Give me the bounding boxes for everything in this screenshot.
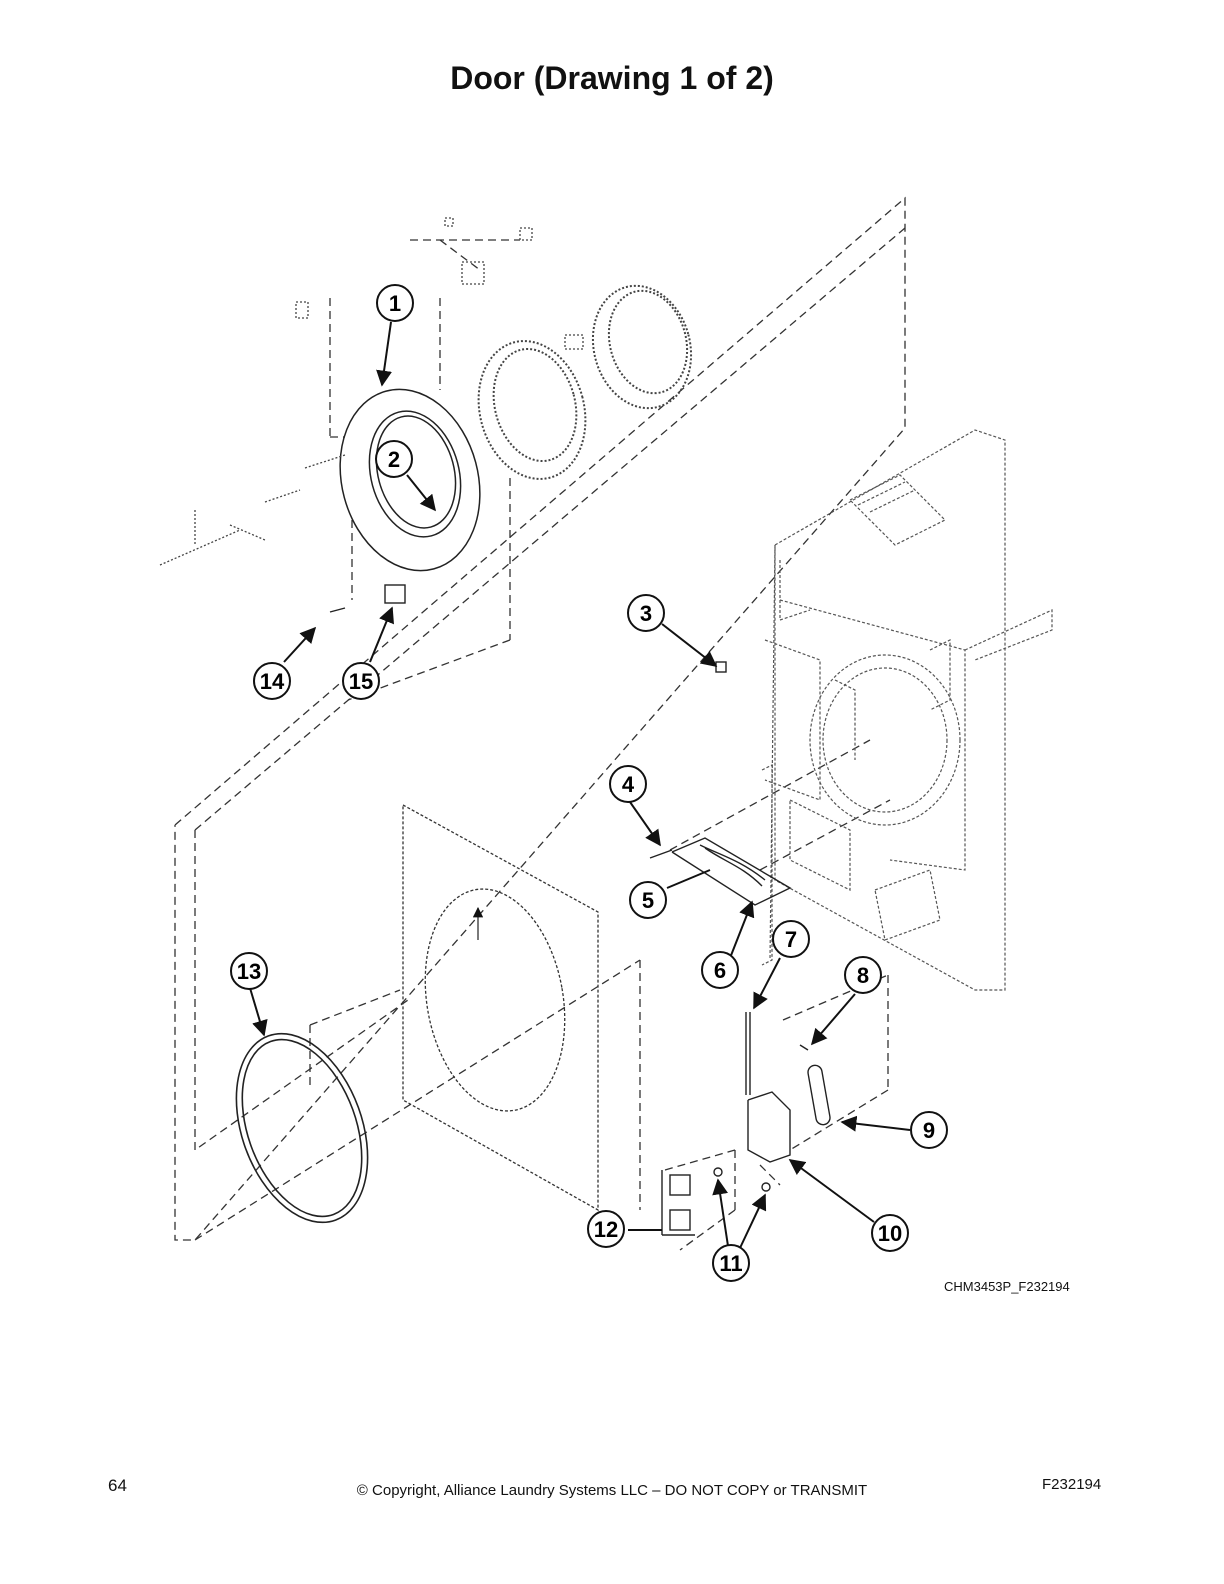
callout-label: 9 [923, 1118, 935, 1143]
page-number: 64 [108, 1476, 127, 1495]
front-panel [402, 804, 599, 1212]
callout-12: 12 [587, 1210, 625, 1248]
callout-9: 9 [910, 1111, 948, 1149]
callout-label: 12 [594, 1217, 618, 1242]
callout-11: 11 [712, 1244, 750, 1282]
callout-label: 5 [642, 888, 654, 913]
callout-13: 13 [230, 952, 268, 990]
callout-label: 13 [237, 959, 261, 984]
latch-parts [329, 584, 831, 1236]
switch-wiring [649, 837, 792, 906]
callout-label: 15 [349, 669, 373, 694]
callout-15: 15 [342, 662, 380, 700]
callout-6: 6 [701, 951, 739, 989]
callout-label: 3 [640, 601, 652, 626]
callout-label: 10 [878, 1221, 902, 1246]
callout-1: 1 [376, 284, 414, 322]
page-title: Door (Drawing 1 of 2) [450, 60, 774, 96]
callout-8: 8 [844, 956, 882, 994]
callout-5: 5 [629, 881, 667, 919]
callout-label: 6 [714, 958, 726, 983]
document-code: F232194 [1042, 1476, 1102, 1493]
door-gasket-and-glass [477, 284, 693, 480]
door-seal-ring [235, 1032, 369, 1224]
leader-arrows [249, 321, 911, 1249]
hinge-hardware [159, 217, 584, 566]
copyright-notice: © Copyright, Alliance Laundry Systems LL… [356, 1482, 868, 1499]
callout-10: 10 [871, 1214, 909, 1252]
callout-label: 2 [388, 447, 400, 472]
callout-14: 14 [253, 662, 291, 700]
callout-2: 2 [375, 440, 413, 478]
dashed-guide-lines [174, 196, 906, 1251]
callout-label: 4 [622, 772, 635, 797]
drawing-id: CHM3453P_F232194 [944, 1279, 1070, 1294]
callout-4: 4 [609, 765, 647, 803]
callout-label: 14 [260, 669, 285, 694]
door-ring [339, 388, 481, 572]
machine-frame [761, 429, 1053, 991]
callout-7: 7 [772, 920, 810, 958]
callout-label: 8 [857, 963, 869, 988]
callout-label: 7 [785, 927, 797, 952]
callout-label: 1 [389, 291, 401, 316]
callout-3: 3 [627, 594, 665, 632]
callout-label: 11 [719, 1251, 742, 1276]
